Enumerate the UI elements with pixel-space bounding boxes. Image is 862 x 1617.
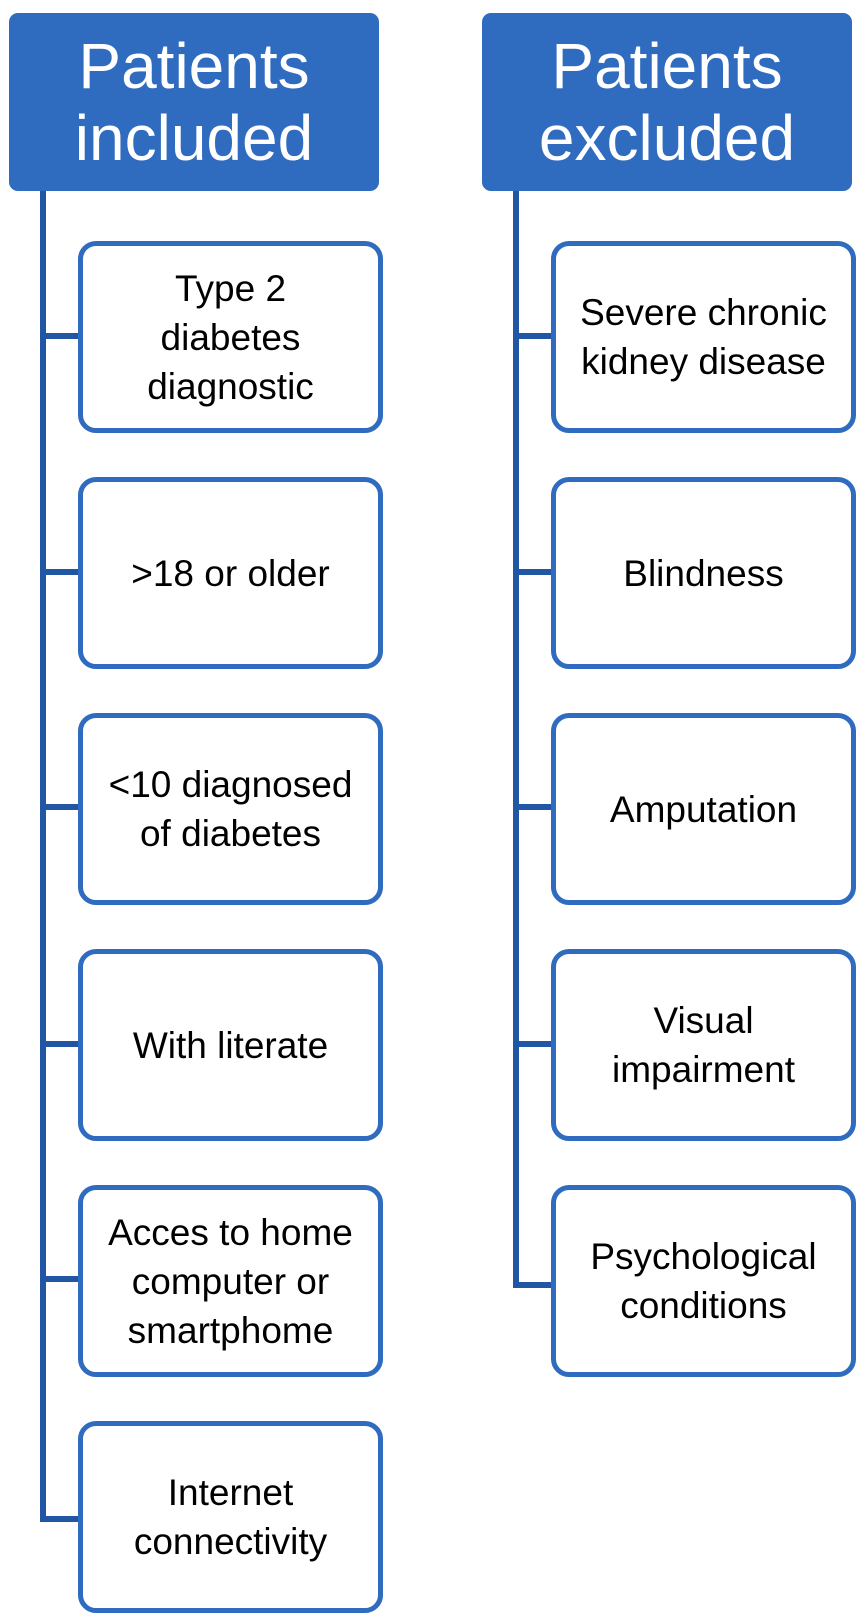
criterion-text: diagnostic bbox=[147, 365, 314, 407]
criterion-box-age: >18 or older bbox=[78, 477, 383, 669]
criterion-text: Type 2 bbox=[174, 267, 287, 309]
criterion-box-internet: Internet connectivity bbox=[78, 1421, 383, 1613]
included-connector-tick bbox=[40, 804, 80, 810]
excluded-connector-tick bbox=[513, 569, 553, 575]
criterion-text: diabetes bbox=[160, 316, 301, 358]
included-connector-tick bbox=[40, 1276, 80, 1282]
included-connector-tick bbox=[40, 1041, 80, 1047]
excluded-connector-tick bbox=[513, 804, 553, 810]
criterion-text: computer or bbox=[131, 1260, 330, 1302]
criterion-box-psychological: Psychological conditions bbox=[551, 1185, 856, 1377]
criterion-text: of diabetes bbox=[139, 813, 322, 854]
included-connector-tick bbox=[40, 333, 80, 339]
criterion-box-blindness: Blindness bbox=[551, 477, 856, 669]
criterion-box-diagnosis-duration: <10 diagnosed of diabetes bbox=[78, 713, 383, 905]
criterion-box-computer-access: Acces to home computer or smartphome bbox=[78, 1185, 383, 1377]
included-header-line-1: Patients bbox=[78, 30, 310, 102]
included-connector-tick bbox=[40, 569, 80, 575]
excluded-connector-tick bbox=[513, 1282, 553, 1288]
criterion-box-kidney-disease: Severe chronic kidney disease bbox=[551, 241, 856, 433]
criterion-text: conditions bbox=[620, 1285, 787, 1326]
criterion-text: smartphome bbox=[127, 1309, 334, 1351]
excluded-connector-line bbox=[513, 191, 519, 1288]
criterion-text: Internet bbox=[167, 1472, 294, 1513]
criterion-box-amputation: Amputation bbox=[551, 713, 856, 905]
criterion-text: >18 or older bbox=[131, 552, 330, 594]
excluded-header: Patients excluded bbox=[482, 13, 852, 191]
excluded-connector-tick bbox=[513, 333, 553, 339]
criterion-box-type2-diabetes: Type 2 diabetes diagnostic bbox=[78, 241, 383, 433]
included-connector-line bbox=[40, 191, 46, 1522]
included-header-line-2: included bbox=[74, 102, 314, 174]
criterion-text: <10 diagnosed bbox=[108, 764, 353, 805]
included-connector-tick bbox=[40, 1516, 80, 1522]
excluded-connector-tick bbox=[513, 1041, 553, 1047]
criterion-text: With literate bbox=[132, 1024, 329, 1066]
criterion-box-literate: With literate bbox=[78, 949, 383, 1141]
criterion-box-visual-impairment: Visual impairment bbox=[551, 949, 856, 1141]
criterion-text: Amputation bbox=[609, 788, 798, 830]
excluded-header-line-2: excluded bbox=[538, 102, 796, 174]
criterion-text: Acces to home bbox=[108, 1211, 353, 1253]
criterion-text: Psychological bbox=[590, 1236, 817, 1277]
criterion-text: Blindness bbox=[623, 552, 784, 594]
criterion-text: Severe chronic bbox=[580, 292, 827, 333]
criterion-text: impairment bbox=[612, 1049, 795, 1090]
criterion-text: Visual bbox=[653, 1000, 754, 1041]
excluded-header-line-1: Patients bbox=[551, 30, 783, 102]
criterion-text: kidney disease bbox=[581, 341, 826, 382]
criterion-text: connectivity bbox=[133, 1521, 328, 1562]
included-header: Patients included bbox=[9, 13, 379, 191]
